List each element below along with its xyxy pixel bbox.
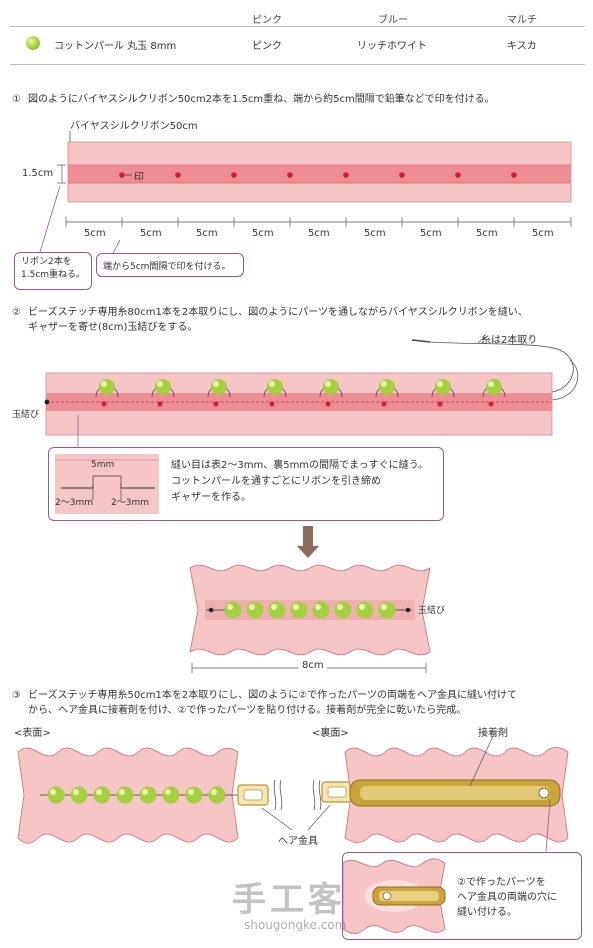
material-item-name: コットンパール 丸玉 8mm: [54, 41, 177, 52]
clip-label: ヘア金具: [278, 836, 318, 847]
stitch-callout: 5mm 2〜3mm 2〜3mm 縫い目は表2〜3mm、裏5mmの間隔でまっすぐに…: [48, 447, 444, 521]
interval-label: 5cm: [364, 228, 386, 239]
back-label: <裏面>: [312, 728, 349, 739]
pearl-bead: [431, 379, 455, 407]
ribbon-label: バイヤスシルクリボン50cm: [70, 121, 198, 132]
mark-dot: [343, 172, 349, 178]
detail-note: ②で作ったパーツを ヘア金具の両端の穴に 縫い付ける。: [457, 875, 557, 920]
pearl-bead-icon: [26, 36, 40, 50]
material-value-blue: リッチホワイト: [357, 41, 427, 52]
step3-instruction: ③ ビーズステッチ専用糸50cm1本を2本取りにし、図のように②で作ったパーツの両…: [12, 688, 517, 718]
interval-label: 5cm: [308, 228, 330, 239]
interval-label: 5cm: [84, 228, 106, 239]
thread-label: 糸は2本取り: [481, 335, 538, 346]
step2-number: ②: [12, 307, 21, 318]
mark-dot: [175, 172, 181, 178]
knot-label: 玉結び: [12, 410, 40, 420]
interval-label: 5cm: [140, 228, 162, 239]
step2-instruction: ② ビーズステッチ専用糸80cm1本を2本取りにし、図のようにパーツを通しながらバ…: [12, 305, 528, 335]
interval-label: 5cm: [420, 228, 442, 239]
glue-label: 接着剤: [478, 728, 508, 739]
stitch-note-line1: 縫い目は表2〜3mm、裏5mmの間隔でまっすぐに縫う。: [171, 460, 429, 471]
step3-number: ③: [12, 690, 21, 701]
detail-note-line3: 縫い付ける。: [457, 907, 517, 918]
stitch-top-label: 5mm: [91, 460, 115, 470]
interval-label: 5cm: [532, 228, 554, 239]
header-blue: ブルー: [378, 15, 408, 26]
detail-closeup: [343, 858, 446, 934]
interval-label: 5cm: [252, 228, 274, 239]
table-divider-bottom: [10, 64, 585, 65]
step1-text: 図のようにバイヤスシルクリボン50cm2本を1.5cm重ね、端から約5cm間隔で…: [28, 94, 495, 105]
callout-overlap-line1: リボン2本を: [21, 257, 72, 267]
pearl-bead: [319, 379, 343, 407]
callout-overlap-line2: 1.5cm重ねる。: [21, 270, 86, 280]
step3-text-line2: から、ヘア金具に接着剤を付け、②で作ったパーツを貼り付ける。接着剤が完全に乾いた…: [28, 705, 467, 716]
stitch-note-line2: コットンパールを通すごとにリボンを引き締め: [171, 476, 381, 487]
interval-label: 5cm: [196, 228, 218, 239]
gather-length-label: 8cm: [299, 660, 327, 671]
header-pink: ピンク: [252, 15, 282, 26]
mark-dot: [231, 172, 237, 178]
pearl-bead: [207, 379, 231, 407]
mark-dot: [399, 172, 405, 178]
callout-overlap: リボン2本を 1.5cm重ねる。: [14, 252, 92, 290]
callout-interval: 端から5cm間隔で印を付ける。: [96, 253, 244, 277]
down-arrow-icon: [297, 526, 319, 558]
stitch-note: 縫い目は表2〜3mm、裏5mmの間隔でまっすぐに縫う。 コットンパールを通すごと…: [171, 458, 428, 506]
mark-label: 印: [134, 172, 144, 183]
mark-dot: [287, 172, 293, 178]
overlap-label: 1.5cm: [22, 168, 54, 179]
step2-text-line2: ギャザーを寄せ(8cm)玉結びをする。: [28, 322, 198, 333]
mark-dot: [455, 172, 461, 178]
pearl-bead: [95, 379, 119, 407]
stitch-detail-diagram: [55, 454, 159, 514]
step1-number: ①: [12, 94, 21, 105]
pearl-bead: [263, 379, 287, 407]
gather-knot-label: 玉結び: [418, 606, 446, 616]
step2-text-line1: ビーズステッチ専用糸80cm1本を2本取りにし、図のようにパーツを通しながらバイ…: [28, 307, 528, 318]
watermark-logo: 手工客: [232, 880, 346, 920]
material-value-multi: キスカ: [507, 41, 537, 52]
mark-dot: [119, 172, 125, 178]
watermark-url: shougongke.com: [244, 918, 347, 932]
stitch-left-label: 2〜3mm: [55, 498, 93, 508]
pearl-bead: [375, 379, 399, 407]
pearl-bead: [151, 379, 175, 407]
stitch-note-line3: ギャザーを作る。: [171, 492, 251, 503]
detail-note-line1: ②で作ったパーツを: [457, 877, 546, 888]
pearl-bead: [482, 379, 506, 407]
front-label: <表面>: [14, 728, 51, 739]
step3-text-line1: ビーズステッチ専用糸50cm1本を2本取りにし、図のように②で作ったパーツの両端…: [28, 690, 517, 701]
table-divider: [10, 26, 585, 27]
interval-label: 5cm: [476, 228, 498, 239]
stitch-right-label: 2〜3mm: [111, 498, 149, 508]
header-multi: マルチ: [507, 15, 537, 26]
detail-note-line2: ヘア金具の両端の穴に: [457, 892, 557, 903]
material-value-pink: ピンク: [252, 41, 282, 52]
detail-callout: ②で作ったパーツを ヘア金具の両端の穴に 縫い付ける。: [342, 852, 582, 940]
mark-dot: [511, 172, 517, 178]
step1-instruction: ① 図のようにバイヤスシルクリボン50cm2本を1.5cm重ね、端から約5cm間隔…: [12, 92, 495, 107]
callout-interval-text: 端から5cm間隔で印を付ける。: [103, 262, 231, 272]
